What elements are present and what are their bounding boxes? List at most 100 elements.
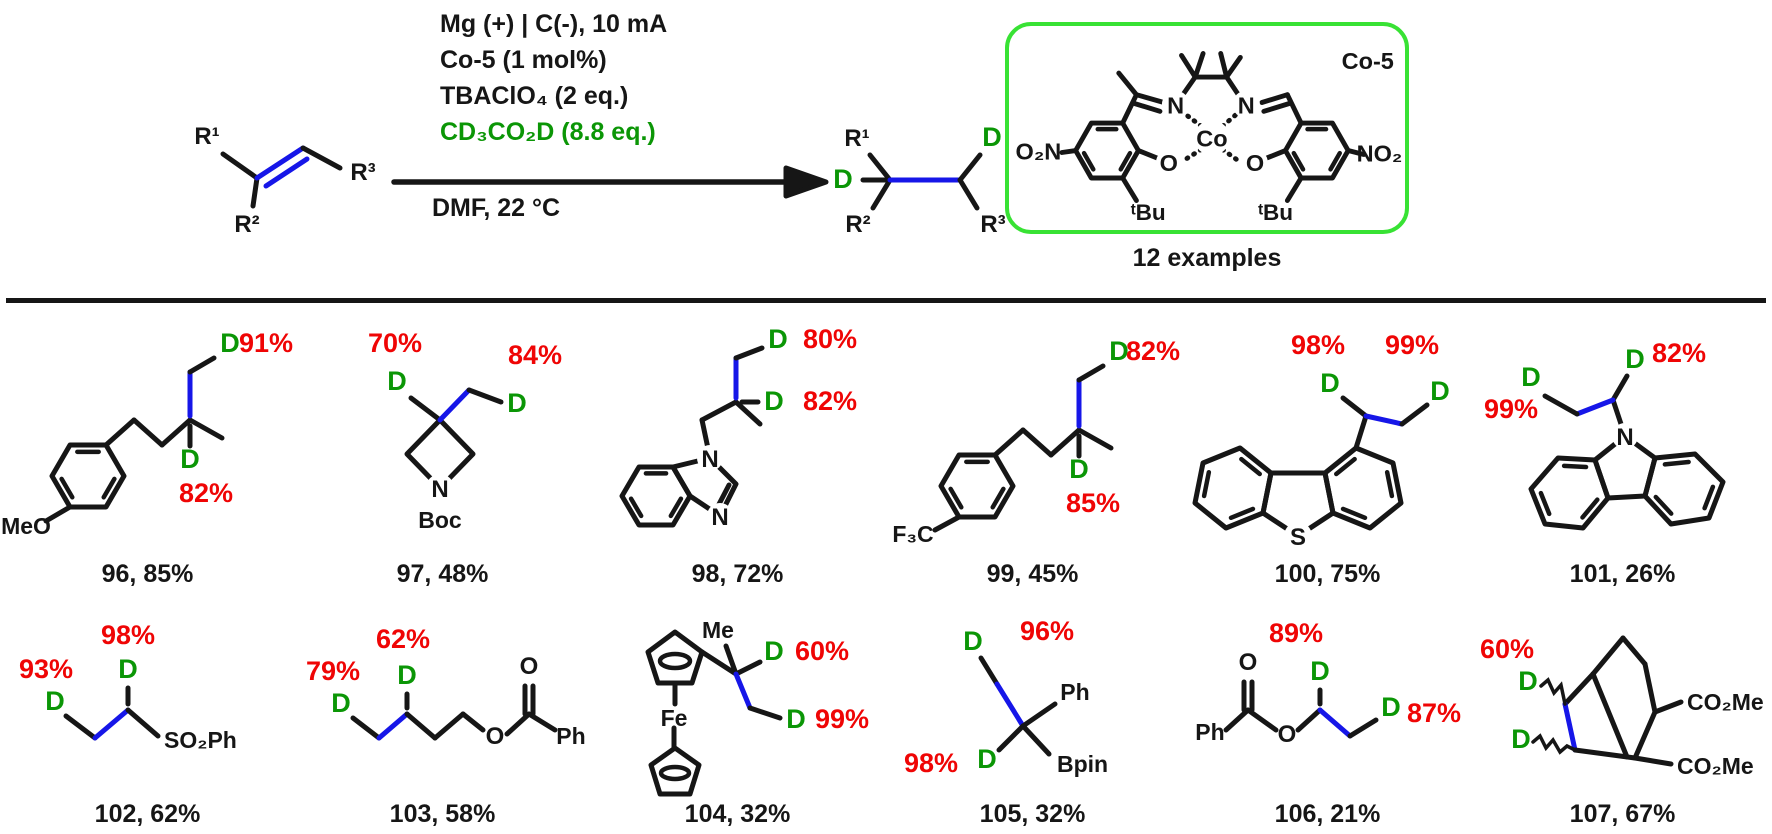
compound-96-cell: MeO D 82% D 91% 96, 85% <box>0 308 295 589</box>
incorporation-pct: 87% <box>1407 698 1461 728</box>
catalyst-o-right: O <box>1246 150 1264 176</box>
deuterium-label: D <box>180 444 200 474</box>
catalyst-tbu-left: ᵗBu <box>1131 200 1166 225</box>
deuterium-label: D <box>768 324 788 354</box>
solvent-temperature: DMF, 22 °C <box>432 194 561 222</box>
deuterium-label: D <box>1521 362 1541 392</box>
compound-98-caption: 98, 72% <box>691 560 784 588</box>
substrate-r2: R² <box>234 211 259 238</box>
compound-104-structure: Fe Me D 60% D 99% <box>645 617 869 797</box>
incorporation-pct: 89% <box>1269 618 1323 648</box>
substituent-label: MeO <box>1 513 51 539</box>
compound-103-structure: D D 79% 62% O O Ph <box>306 624 586 750</box>
deuterium-label: D <box>1069 454 1089 484</box>
compound-99-caption: 99, 45% <box>986 560 1079 588</box>
deuterium-label: D <box>977 744 997 774</box>
catalyst-no2-right: NO₂ <box>1357 140 1403 166</box>
phenyl-label: Ph <box>1060 679 1089 705</box>
deuterium-label: D <box>387 366 407 396</box>
compound-104-caption: 104, 32% <box>684 800 791 828</box>
compound-100-structure: S D D 98% 99% <box>1192 330 1450 551</box>
incorporation-pct: 82% <box>1652 338 1706 368</box>
conditions-line-2: Co-5 (1 mol%) <box>440 46 607 74</box>
ring-nitrogen: N <box>1616 424 1633 451</box>
incorporation-pct: 85% <box>1066 488 1120 518</box>
catalyst-o-left: O <box>1160 150 1178 176</box>
methyl-label: Me <box>702 617 734 643</box>
carbonyl-oxygen: O <box>1239 649 1258 676</box>
ester-oxygen: O <box>486 723 505 750</box>
product-r3: R³ <box>980 211 1005 238</box>
compound-98-structure: N N D 82% D 80% <box>619 324 857 531</box>
deuterium-label: D <box>1518 666 1538 696</box>
reaction-conditions: Mg (+) | C(-), 10 mA Co-5 (1 mol%) TBACl… <box>440 6 667 150</box>
incorporation-pct: 99% <box>1385 330 1439 360</box>
deuterium-label: D <box>1381 692 1401 722</box>
product-r2: R² <box>845 211 870 238</box>
compound-101-caption: 101, 26% <box>1569 560 1676 588</box>
substrate-r1: R¹ <box>194 123 219 150</box>
substituent-label: F₃C <box>892 521 933 547</box>
compound-106-structure: Ph O O D 89% D 87% <box>1195 618 1461 748</box>
deuterium-label: D <box>764 386 784 416</box>
incorporation-pct: 62% <box>376 624 430 654</box>
compound-105-cell: D 96% Ph D 98% Bpin 105, 32% <box>885 598 1180 829</box>
phenyl-label: Ph <box>556 723 585 749</box>
incorporation-pct: 98% <box>904 748 958 778</box>
compound-97-structure: N Boc D D 70% 84% <box>368 328 562 533</box>
deuterium-label: D <box>507 388 527 418</box>
incorporation-pct: 79% <box>306 656 360 686</box>
product-structure: R¹ D R² D R³ <box>833 122 1005 238</box>
catalyst-metal: Co <box>1196 126 1227 152</box>
compound-107-caption: 107, 67% <box>1569 800 1676 828</box>
deuterium-label: D <box>1430 376 1450 406</box>
ring-sulfur: S <box>1290 524 1306 551</box>
compound-102-cell: D D 93% 98% SO₂Ph 102, 62% <box>0 598 295 829</box>
deuterium-label: D <box>331 688 351 718</box>
compound-98-cell: N N D 82% D 80% 98, 72% <box>590 308 885 589</box>
substrate-r3: R³ <box>350 159 375 186</box>
ring-nitrogen: N <box>701 446 718 473</box>
deuterium-label: D <box>1320 368 1340 398</box>
deuterium-label: D <box>397 660 417 690</box>
reaction-arrow <box>391 165 829 199</box>
deuterium-label: D <box>220 328 240 358</box>
examples-count: 12 examples <box>1132 244 1282 272</box>
n-protecting-group: Boc <box>418 507 462 533</box>
ester-oxygen: O <box>1278 721 1297 748</box>
deuterium-label: D <box>1109 336 1129 366</box>
section-divider <box>6 298 1766 303</box>
compound-105-structure: D 96% Ph D 98% Bpin <box>904 616 1108 778</box>
incorporation-pct: 91% <box>239 328 293 358</box>
compound-97-caption: 97, 48% <box>396 560 489 588</box>
compound-105-caption: 105, 32% <box>979 800 1086 828</box>
incorporation-pct: 82% <box>803 386 857 416</box>
deuterium-label: D <box>1625 344 1645 374</box>
ring-nitrogen: N <box>431 476 448 503</box>
incorporation-pct: 60% <box>795 636 849 666</box>
incorporation-pct: 70% <box>368 328 422 358</box>
deuterium-label: D <box>833 164 853 194</box>
compound-107-structure: 60% D D CO₂Me CO₂Me <box>1480 634 1764 779</box>
compound-102-caption: 102, 62% <box>94 800 201 828</box>
incorporation-pct: 60% <box>1480 634 1534 664</box>
deuterium-label: D <box>1310 656 1330 686</box>
compound-99-structure: F₃C D 85% D 82% <box>892 336 1180 547</box>
alkene-double-bond <box>254 145 306 181</box>
iron-label: Fe <box>661 705 688 731</box>
compound-97-cell: N Boc D D 70% 84% 97, 48% <box>295 308 590 589</box>
deuterium-label: D <box>118 654 138 684</box>
catalyst-tbu-right: ᵗBu <box>1258 200 1293 225</box>
bpin-label: Bpin <box>1057 751 1108 777</box>
conditions-line-3: TBAClO₄ (2 eq.) <box>440 82 629 110</box>
compound-103-caption: 103, 58% <box>389 800 496 828</box>
deuterium-label: D <box>1511 724 1531 754</box>
catalyst-n-left: N <box>1167 92 1184 118</box>
substituent-label: SO₂Ph <box>164 727 237 753</box>
ester-label: CO₂Me <box>1677 753 1754 779</box>
deuterium-label: D <box>45 686 65 716</box>
compound-100-caption: 100, 75% <box>1274 560 1381 588</box>
compound-96-caption: 96, 85% <box>101 560 194 588</box>
deuterium-label: D <box>963 626 983 656</box>
